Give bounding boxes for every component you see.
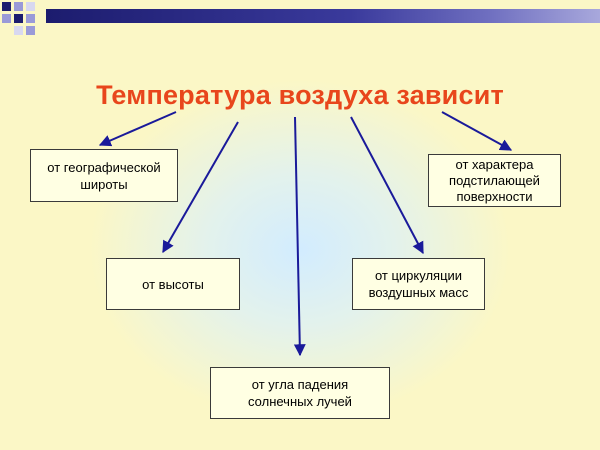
header-decoration bbox=[0, 0, 600, 35]
factor-label: от угла падения солнечных лучей bbox=[248, 377, 352, 409]
factor-box-latitude: от географической широты bbox=[30, 149, 178, 202]
deco-square bbox=[14, 26, 23, 35]
arrow-to-altitude bbox=[162, 121, 239, 254]
deco-square bbox=[26, 14, 35, 23]
factor-label: от циркуляции воздушных масс bbox=[368, 268, 469, 300]
arrow-to-latitude bbox=[98, 111, 177, 147]
deco-square bbox=[2, 2, 11, 11]
factor-label: от характера подстилающей поверхности bbox=[449, 156, 540, 204]
factor-label: от географической широты bbox=[47, 159, 161, 192]
deco-square bbox=[14, 2, 23, 11]
arrow-to-surface bbox=[441, 111, 513, 151]
deco-square bbox=[14, 14, 23, 23]
factor-box-altitude: от высоты bbox=[106, 258, 240, 310]
header-band bbox=[46, 9, 600, 23]
factor-box-surface: от характера подстилающей поверхности bbox=[428, 154, 561, 207]
deco-square bbox=[26, 26, 35, 35]
deco-square bbox=[26, 2, 35, 11]
factor-box-sun-angle: от угла падения солнечных лучей bbox=[210, 367, 390, 419]
factor-label: от высоты bbox=[142, 276, 204, 292]
arrow-to-sun-angle bbox=[293, 116, 306, 357]
diagram-title: Температура воздуха зависит bbox=[96, 80, 504, 110]
arrow-to-circulation bbox=[350, 116, 424, 255]
factor-box-circulation: от циркуляции воздушных масс bbox=[352, 258, 485, 310]
deco-square bbox=[2, 14, 11, 23]
